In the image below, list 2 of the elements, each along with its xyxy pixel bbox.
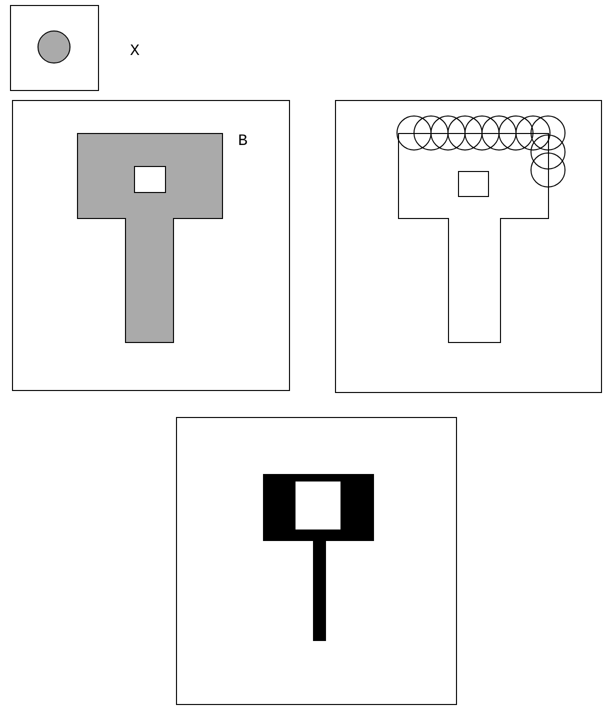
set-label: B bbox=[238, 133, 248, 149]
set-label: X bbox=[130, 43, 140, 59]
